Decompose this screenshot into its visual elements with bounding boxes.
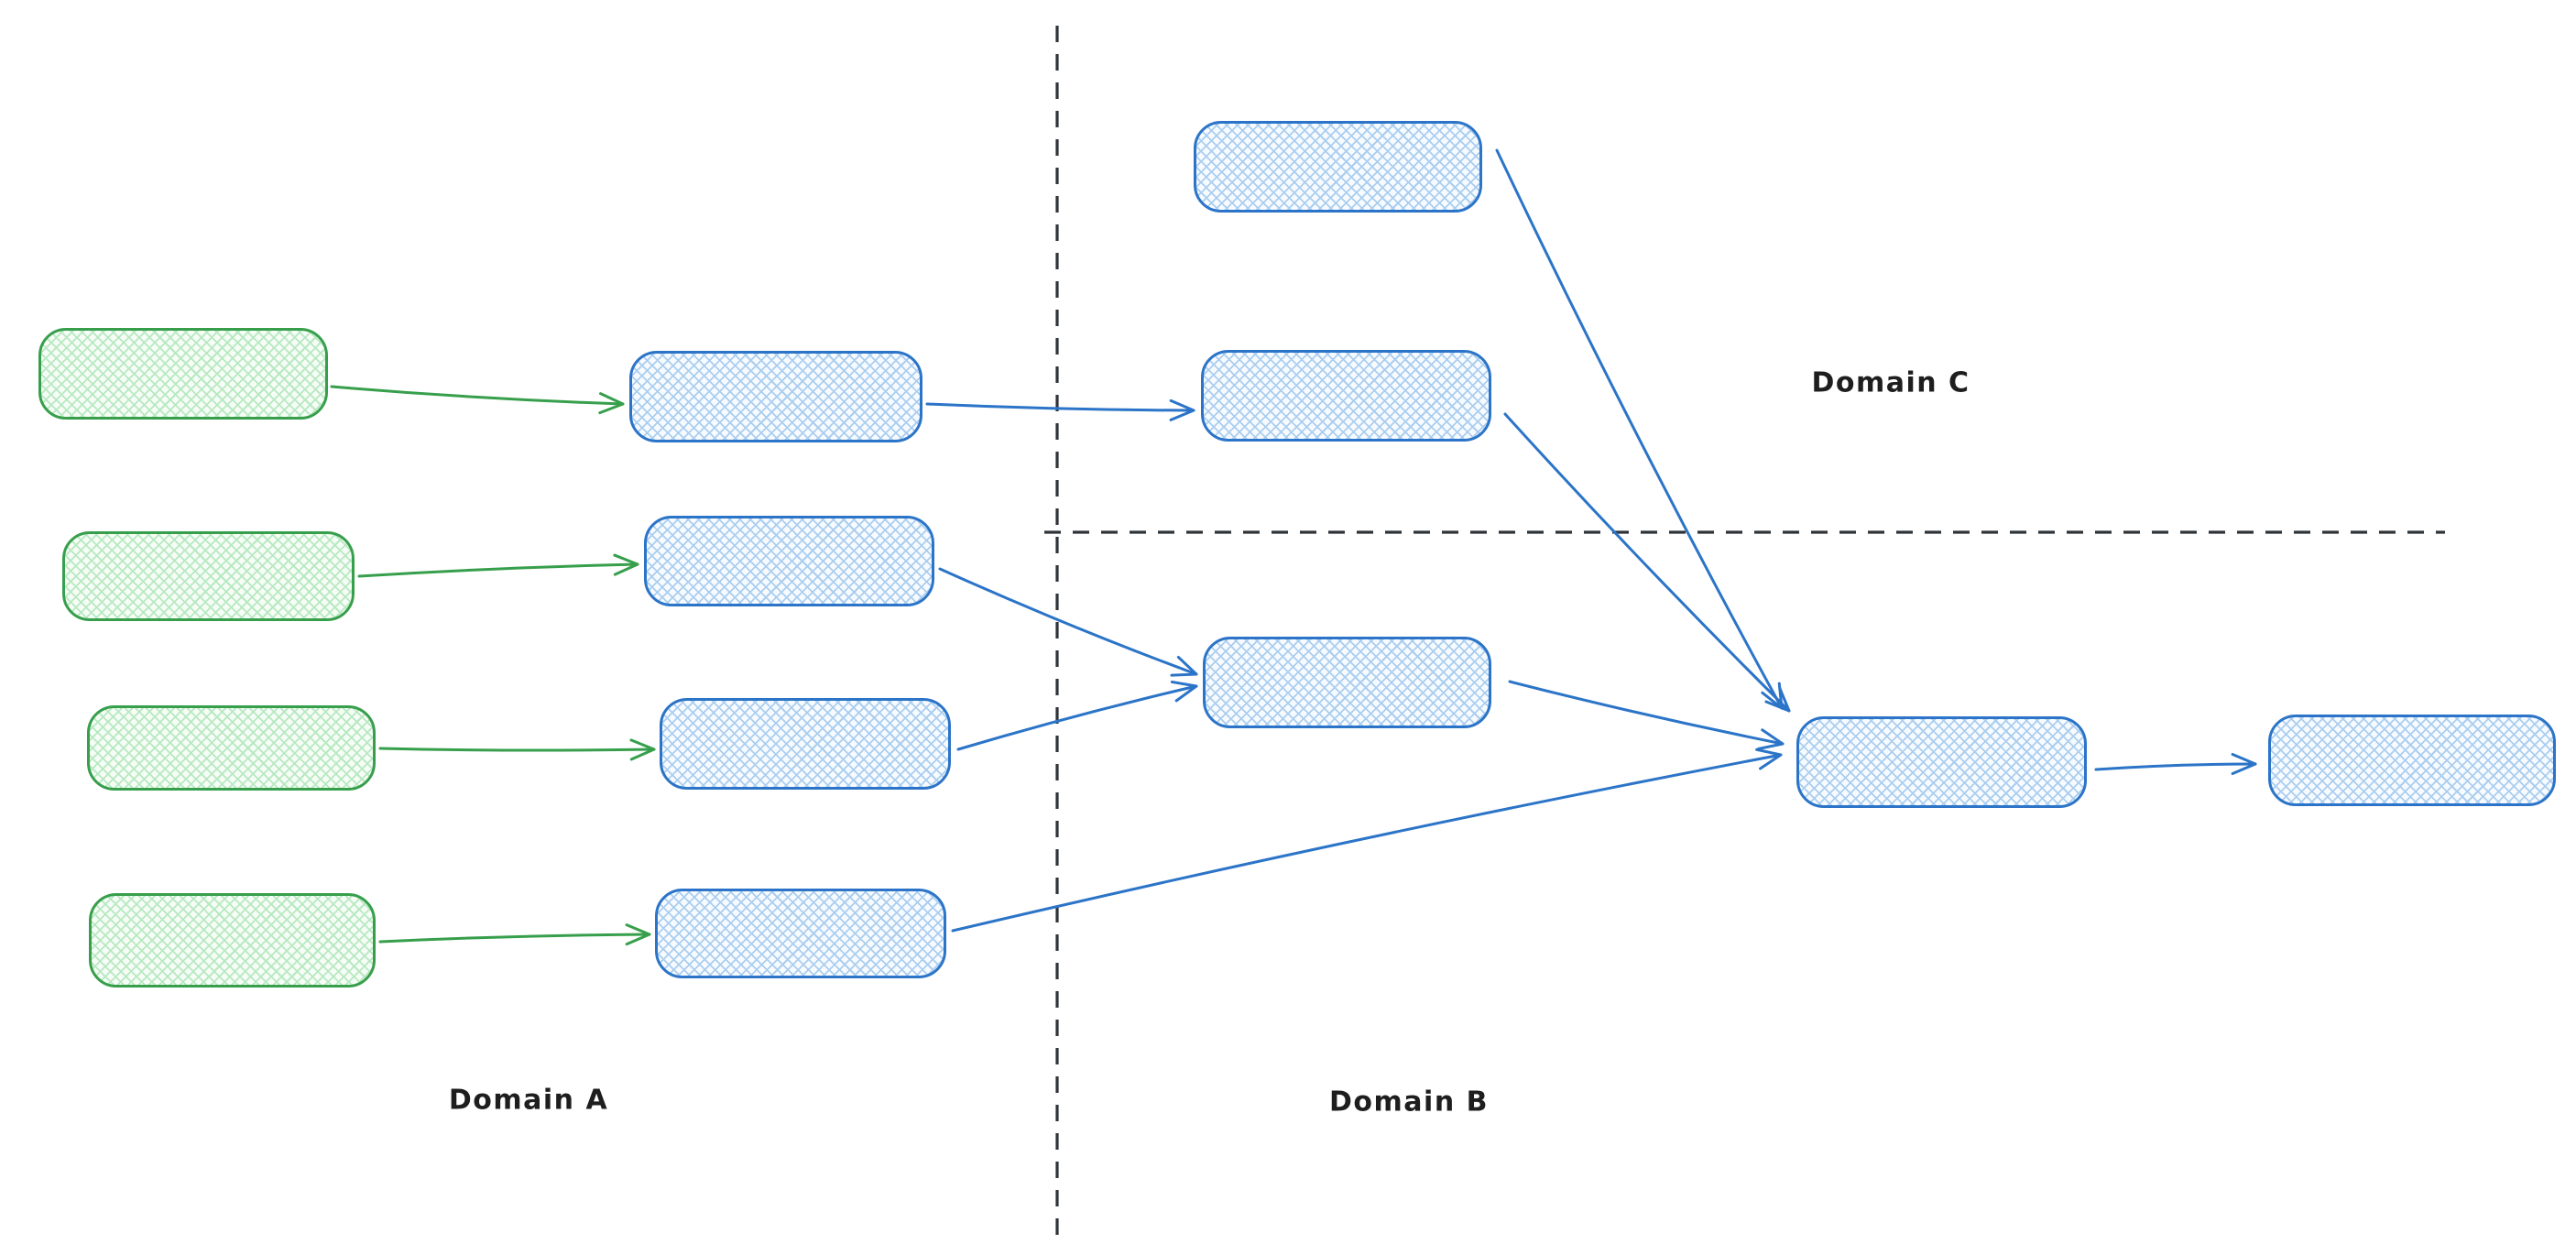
edge-g2-m2[interactable] — [357, 553, 639, 578]
node-domain-b-box-2[interactable] — [1203, 637, 1491, 728]
domain-a-label[interactable]: Domain A — [448, 1084, 609, 1117]
edge-g3-m3[interactable] — [378, 738, 656, 761]
domain-b-label[interactable]: Domain B — [1329, 1086, 1489, 1119]
edge-m1-b1[interactable] — [925, 398, 1195, 421]
edge-b2-merge[interactable] — [1508, 680, 1785, 750]
edge-b1-merge[interactable] — [1503, 412, 1791, 713]
node-green-source-4[interactable] — [89, 893, 376, 988]
edge-c1-merge[interactable] — [1495, 148, 1784, 710]
node-green-source-2[interactable] — [62, 531, 355, 621]
edge-g1-m1[interactable] — [330, 385, 625, 415]
edge-g4-m4[interactable] — [378, 923, 651, 946]
node-green-source-3[interactable] — [87, 705, 376, 791]
edge-merge-output[interactable] — [2094, 752, 2257, 776]
node-merge-box[interactable] — [1796, 716, 2087, 808]
node-blue-mid-4[interactable] — [655, 889, 946, 978]
edge-m2-b2[interactable] — [938, 567, 1198, 677]
node-domain-b-box-1[interactable] — [1201, 350, 1491, 442]
edge-m3-b2[interactable] — [956, 680, 1198, 751]
domain-c-label[interactable]: Domain C — [1811, 366, 1970, 399]
node-domain-c-box[interactable] — [1194, 121, 1482, 213]
node-green-source-1[interactable] — [38, 328, 328, 420]
node-blue-mid-3[interactable] — [660, 698, 951, 790]
edge-m4-merge[interactable] — [951, 748, 1783, 933]
node-blue-mid-2[interactable] — [644, 516, 934, 606]
node-output-box[interactable] — [2268, 715, 2556, 806]
node-blue-mid-1[interactable] — [629, 351, 922, 442]
